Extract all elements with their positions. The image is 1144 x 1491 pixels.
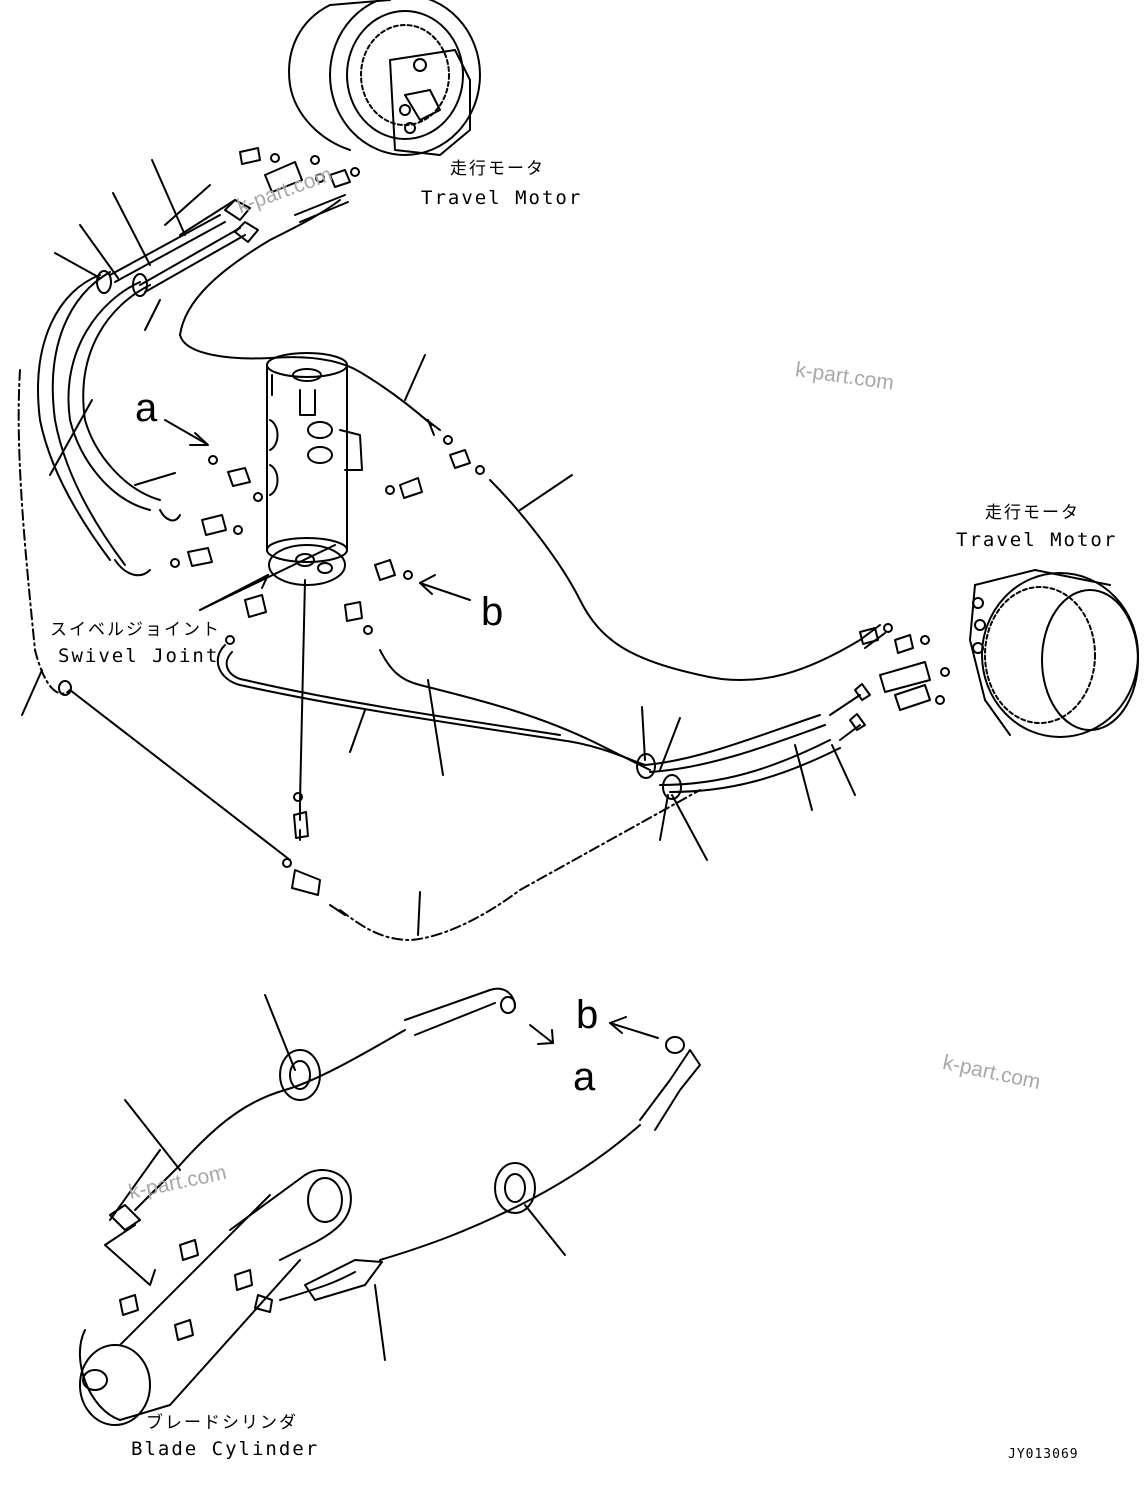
blade-hoses <box>109 987 701 1301</box>
travel-motor-top <box>288 0 481 156</box>
travel-motor-top-en-label: Travel Motor <box>421 187 583 209</box>
travel-motor-right <box>969 569 1139 738</box>
travel-motor-right-jp-label: 走行モータ <box>985 503 1080 523</box>
leader-lines[interactable] <box>21 159 856 1361</box>
hose-bundle-right <box>216 479 886 800</box>
view-marker-b-upper: b <box>481 590 504 634</box>
view-arrows <box>164 419 659 1045</box>
blade-cylinder-jp-label: ブレードシリンダ <box>146 1413 298 1433</box>
swivel-joint <box>266 352 363 801</box>
fittings <box>58 147 950 868</box>
view-marker-a-lower: a <box>573 1055 596 1099</box>
swivel-joint-en-label: Swivel Joint <box>58 645 220 667</box>
drawing-number: JY013069 <box>1008 1447 1079 1462</box>
hose-bundle-top <box>37 184 441 577</box>
view-marker-a-upper: a <box>135 386 158 430</box>
blade-cylinder-en-label: Blade Cylinder <box>131 1438 320 1460</box>
travel-motor-right-en-label: Travel Motor <box>956 529 1118 551</box>
swivel-joint-jp-label: スイベルジョイント <box>50 620 221 640</box>
blade-cylinder <box>79 1149 352 1426</box>
travel-motor-top-jp-label: 走行モータ <box>450 159 545 179</box>
view-marker-b-lower: b <box>576 993 599 1037</box>
